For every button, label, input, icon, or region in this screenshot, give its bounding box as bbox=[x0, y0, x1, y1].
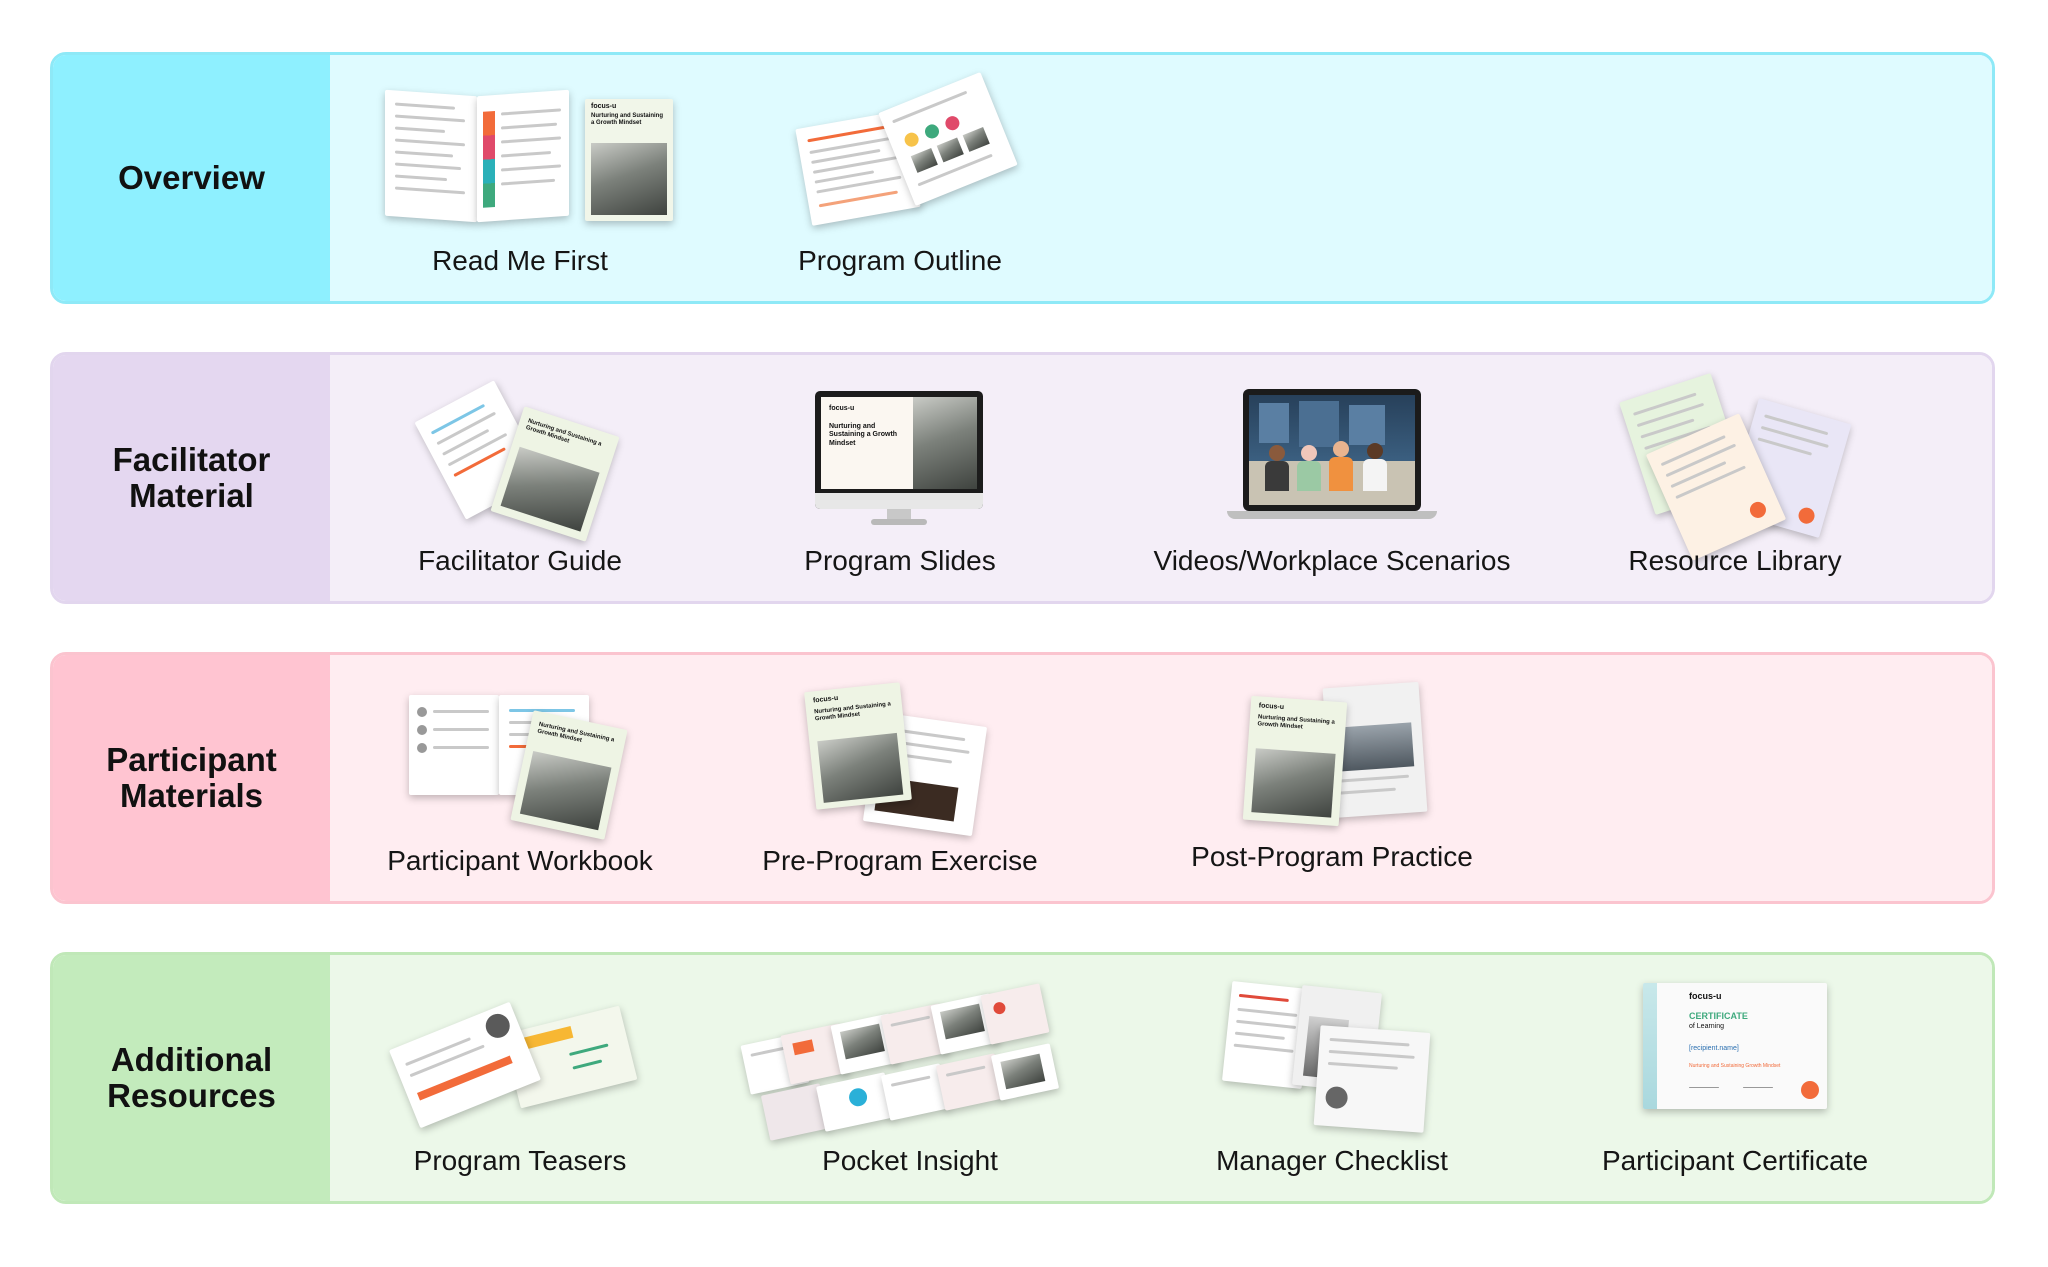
certificate-recipient-text: [recipient.name] bbox=[1689, 1045, 1739, 1052]
item-program-slides[interactable]: focus-u Nurturing and Sustaining a Growt… bbox=[710, 365, 1090, 597]
item-facilitator-guide[interactable]: Nurturing and Sustaining a Growth Mindse… bbox=[330, 365, 710, 597]
caption-read-me-first: Read Me First bbox=[432, 245, 608, 276]
item-post-program-practice[interactable]: focus-u Nurturing and Sustaining a Growt… bbox=[1142, 665, 1522, 897]
caption-manager-checklist: Manager Checklist bbox=[1216, 1145, 1448, 1176]
post-practice-title-text: Nurturing and Sustaining a Growth Mindse… bbox=[1257, 714, 1335, 731]
item-participant-certificate[interactable]: focus-u CERTIFICATE of Learning [recipie… bbox=[1545, 965, 1925, 1197]
item-read-me-first[interactable]: focus-u Nurturing and Sustaining a Growt… bbox=[330, 65, 710, 297]
item-videos-workplace-scenarios[interactable]: Videos/Workplace Scenarios bbox=[1142, 365, 1522, 597]
item-program-outline[interactable]: Program Outline bbox=[710, 65, 1090, 297]
pre-program-exercise-thumbnail: focus-u Nurturing and Sustaining a Growt… bbox=[800, 679, 1000, 839]
program-teasers-thumbnail bbox=[388, 979, 650, 1139]
band-label-overview: Overview bbox=[53, 55, 330, 301]
program-slides-thumbnail: focus-u Nurturing and Sustaining a Growt… bbox=[815, 379, 985, 529]
caption-pre-program-exercise: Pre-Program Exercise bbox=[762, 845, 1038, 876]
band-facilitator-material: Facilitator Material Nurturing and Susta… bbox=[50, 352, 1995, 604]
booklet-title-text: Nurturing and Sustaining a Growth Mindse… bbox=[591, 113, 663, 127]
band-body-facilitator-material: Nurturing and Sustaining a Growth Mindse… bbox=[330, 355, 1992, 601]
read-me-first-thumbnail: focus-u Nurturing and Sustaining a Growt… bbox=[365, 79, 675, 229]
program-outline-thumbnail bbox=[785, 72, 1018, 239]
caption-resource-library: Resource Library bbox=[1628, 545, 1842, 576]
item-manager-checklist[interactable]: Manager Checklist bbox=[1142, 965, 1522, 1197]
band-label-facilitator-material: Facilitator Material bbox=[53, 355, 330, 601]
manager-checklist-thumbnail bbox=[1217, 979, 1447, 1139]
pre-exercise-title-text: Nurturing and Sustaining a Growth Mindse… bbox=[813, 701, 892, 723]
item-pre-program-exercise[interactable]: focus-u Nurturing and Sustaining a Growt… bbox=[710, 665, 1090, 897]
laptop-icon bbox=[1243, 389, 1421, 511]
post-program-practice-thumbnail: focus-u Nurturing and Sustaining a Growt… bbox=[1227, 679, 1437, 839]
caption-program-teasers: Program Teasers bbox=[413, 1145, 627, 1176]
band-label-participant-materials: Participant Materials bbox=[53, 655, 330, 901]
caption-facilitator-guide: Facilitator Guide bbox=[418, 545, 622, 576]
workbook-title-text: Nurturing and Sustaining a Growth Mindse… bbox=[536, 721, 615, 745]
slide-brand-text: focus-u bbox=[829, 405, 855, 412]
band-overview: Overview bbox=[50, 52, 1995, 304]
facilitator-guide-title-text: Nurturing and Sustaining a Growth Mindse… bbox=[524, 418, 603, 448]
resource-library-thumbnail bbox=[1615, 373, 1855, 561]
band-participant-materials: Participant Materials bbox=[50, 652, 1995, 904]
caption-program-slides: Program Slides bbox=[804, 545, 996, 576]
facilitator-guide-thumbnail: Nurturing and Sustaining a Growth Mindse… bbox=[405, 379, 635, 542]
booklet-brand-text: focus-u bbox=[591, 103, 617, 110]
band-label-additional-resources: Additional Resources bbox=[53, 955, 330, 1201]
item-participant-workbook[interactable]: Nurturing and Sustaining a Growth Mindse… bbox=[330, 665, 710, 897]
participant-certificate-thumbnail: focus-u CERTIFICATE of Learning [recipie… bbox=[1643, 979, 1827, 1109]
item-resource-library[interactable]: Resource Library bbox=[1545, 365, 1925, 597]
participant-workbook-thumbnail: Nurturing and Sustaining a Growth Mindse… bbox=[395, 679, 645, 840]
item-pocket-insight[interactable]: Pocket Insight bbox=[720, 965, 1100, 1197]
pocket-insight-thumbnail bbox=[740, 979, 1075, 1141]
certificate-seal-icon bbox=[1801, 1081, 1819, 1099]
band-body-overview: focus-u Nurturing and Sustaining a Growt… bbox=[330, 55, 1992, 301]
pre-exercise-brand-text: focus-u bbox=[812, 694, 839, 705]
certificate-subtitle-text: of Learning bbox=[1689, 1023, 1725, 1030]
videos-thumbnail bbox=[1227, 379, 1437, 529]
caption-post-program-practice: Post-Program Practice bbox=[1191, 841, 1473, 872]
band-body-additional-resources: Program Teasers Pocket Insight bbox=[330, 955, 1992, 1201]
caption-program-outline: Program Outline bbox=[798, 245, 1002, 276]
item-program-teasers[interactable]: Program Teasers bbox=[330, 965, 710, 1197]
slide-title-text: Nurturing and Sustaining a Growth Mindse… bbox=[829, 423, 898, 447]
certificate-course-text: Nurturing and Sustaining Growth Mindset bbox=[1689, 1063, 1781, 1069]
caption-participant-certificate: Participant Certificate bbox=[1601, 1145, 1869, 1176]
band-body-participant-materials: Nurturing and Sustaining a Growth Mindse… bbox=[330, 655, 1992, 901]
monitor-icon: focus-u Nurturing and Sustaining a Growt… bbox=[815, 391, 983, 509]
caption-participant-workbook: Participant Workbook bbox=[387, 845, 653, 876]
post-practice-brand-text: focus-u bbox=[1258, 702, 1285, 712]
certificate-brand-text: focus-u bbox=[1689, 991, 1722, 1001]
band-additional-resources: Additional Resources Program Teasers bbox=[50, 952, 1995, 1204]
caption-pocket-insight: Pocket Insight bbox=[822, 1145, 998, 1176]
caption-videos-workplace-scenarios: Videos/Workplace Scenarios bbox=[1153, 545, 1511, 576]
certificate-title-text: CERTIFICATE bbox=[1689, 1011, 1748, 1021]
